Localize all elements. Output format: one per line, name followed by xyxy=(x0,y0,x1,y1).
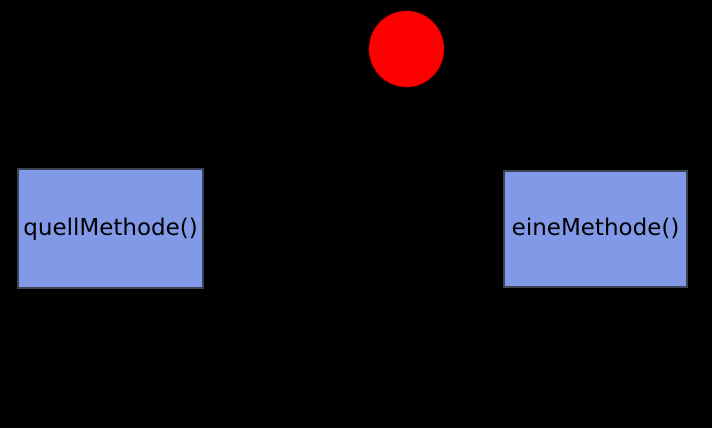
red-event-circle xyxy=(368,10,445,88)
listener-method-label: eineMethode() xyxy=(511,215,680,242)
source-method-box: quellMethode() xyxy=(17,168,204,289)
source-method-label: quellMethode() xyxy=(23,214,198,241)
listener-method-box: eineMethode() xyxy=(503,170,688,288)
